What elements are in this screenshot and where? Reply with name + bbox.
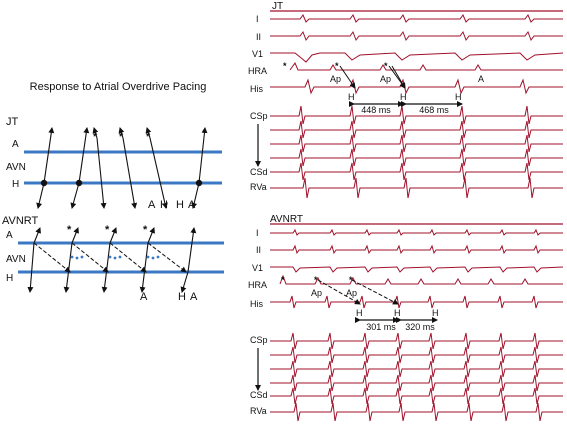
- ladder-jt-bottom-h1: H: [160, 199, 168, 211]
- panel-jt-lead-his: His: [250, 84, 263, 94]
- panel-avnrt-conduction-arrows: [317, 279, 399, 305]
- panel-avnrt-lead-csd: CSd: [250, 390, 268, 400]
- ladder-jt-bottom-a2: A: [188, 199, 196, 211]
- ladder-avnrt-bottom-a1: A: [140, 291, 148, 303]
- ladder-avnrt-a-label: A: [6, 230, 13, 241]
- panel-avnrt-h-2: H: [394, 308, 401, 318]
- ladder-avnrt-blue-dots: [70, 255, 160, 260]
- panel-avnrt-h-1: H: [356, 308, 363, 318]
- panel-jt: JT I II V1 HRA His CSp CSd RVa: [248, 1, 564, 199]
- panel-avnrt-interval-1: 301 ms: [366, 322, 396, 332]
- figure-title: Response to Atrial Overdrive Pacing: [30, 81, 207, 93]
- ladder-jt-arrows: [36, 127, 208, 209]
- panel-jt-lead-labels: I II V1 HRA His CSp CSd RVa: [248, 14, 268, 192]
- panel-jt-lead-hra: HRA: [248, 66, 267, 76]
- panel-jt-conduction-arrows: [339, 65, 406, 89]
- ladder-avnrt-bottom-h: H: [178, 291, 186, 303]
- svg-text:*: *: [283, 61, 287, 71]
- panel-jt-interval-2: 468 ms: [419, 105, 449, 115]
- panel-avnrt-lead-hra: HRA: [248, 280, 267, 290]
- svg-text:*: *: [146, 131, 151, 143]
- panel-avnrt-lead-rva: RVa: [250, 406, 267, 416]
- panel-jt-lead-csd: CSd: [250, 167, 268, 177]
- panel-avnrt-h-3: H: [432, 308, 439, 318]
- panel-jt-h-2: H: [400, 92, 407, 102]
- ladder-jt: JT A AVN H * * *: [6, 116, 222, 211]
- panel-avnrt-lead-labels: I II V1 HRA His CSp CSd RVa: [248, 228, 268, 416]
- panel-avnrt-interval-2: 320 ms: [405, 322, 435, 332]
- ladder-jt-name: JT: [6, 116, 19, 128]
- ladder-avnrt-pace-stars: * * *: [67, 224, 148, 236]
- ladder-avnrt-h-label: H: [6, 273, 13, 284]
- panel-jt-ap-2: Ap: [380, 74, 391, 84]
- panel-avnrt-traces: [270, 228, 564, 422]
- panel-jt-lead-rva: RVa: [250, 182, 267, 192]
- ladder-avnrt-name: AVNRT: [2, 215, 39, 227]
- ladder-avnrt-bottom-a2: A: [190, 291, 198, 303]
- panel-avnrt-title: AVNRT: [270, 214, 303, 225]
- svg-text:*: *: [281, 275, 285, 285]
- panel-avnrt-ap-2: Ap: [346, 288, 357, 298]
- ladder-jt-avn-label: AVN: [6, 162, 26, 173]
- panel-avnrt-ap-1: Ap: [311, 288, 322, 298]
- ladder-jt-bottom-a1: A: [148, 199, 156, 211]
- svg-text:*: *: [93, 131, 98, 143]
- panel-jt-title: JT: [272, 1, 283, 12]
- panel-jt-interval-1: 448 ms: [361, 105, 391, 115]
- panel-jt-lead-v1: V1: [252, 49, 263, 59]
- svg-text:*: *: [105, 224, 110, 236]
- panel-jt-traces: [270, 14, 564, 199]
- panel-jt-lead-ii: II: [256, 32, 261, 42]
- ladder-avnrt-slow-paths: [33, 242, 187, 273]
- panel-avnrt-lead-ii: II: [256, 245, 261, 255]
- panel-avnrt: AVNRT I II V1 HRA His CSp CSd RVa: [248, 214, 564, 422]
- ladder-avnrt-arrows: [27, 227, 197, 293]
- panel-jt-markers: * * * Ap Ap A H H H: [283, 61, 484, 102]
- svg-text:*: *: [349, 275, 353, 285]
- panel-avnrt-markers: * * * Ap Ap H H H: [281, 275, 439, 318]
- panel-jt-ap-1: Ap: [330, 74, 341, 84]
- ladder-jt-h-label: H: [12, 179, 19, 190]
- ladder-jt-pace-stars: * * *: [93, 131, 151, 143]
- panel-jt-lead-csp: CSp: [250, 111, 268, 121]
- svg-text:*: *: [314, 275, 318, 285]
- panel-jt-a-marker: A: [478, 74, 484, 84]
- ladder-avnrt-avn-label: AVN: [6, 254, 26, 265]
- panel-avnrt-lead-csp: CSp: [250, 335, 268, 345]
- svg-text:*: *: [384, 61, 388, 71]
- ladder-jt-dots: [40, 179, 203, 187]
- svg-text:*: *: [67, 224, 72, 236]
- panel-avnrt-lead-v1: V1: [252, 263, 263, 273]
- ladder-jt-a-label: A: [12, 139, 19, 150]
- ladder-jt-bottom-h2: H: [176, 199, 184, 211]
- panel-avnrt-lead-i: I: [256, 228, 259, 238]
- ladder-avnrt: AVNRT A AVN H * * *: [2, 215, 224, 303]
- svg-text:*: *: [119, 131, 124, 143]
- panel-jt-h-3: H: [455, 92, 462, 102]
- svg-text:*: *: [143, 224, 148, 236]
- panel-jt-h-1: H: [348, 92, 355, 102]
- panel-avnrt-lead-his: His: [250, 299, 263, 309]
- svg-text:*: *: [335, 61, 339, 71]
- panel-jt-lead-i: I: [256, 14, 259, 24]
